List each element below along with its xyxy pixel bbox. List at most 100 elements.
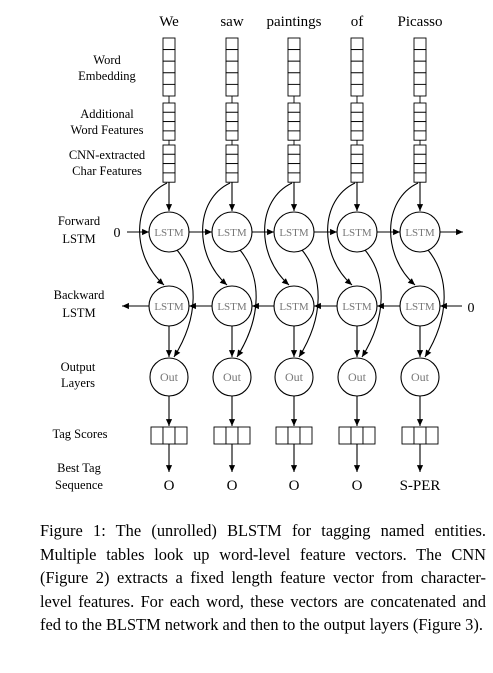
- feature-cell: [413, 83, 427, 97]
- label-output-layers-2: Layers: [61, 376, 95, 390]
- label-output-layers-1: Output: [61, 360, 96, 374]
- label-best-tag-2: Sequence: [55, 478, 103, 492]
- feature-cell: [413, 163, 427, 174]
- best-tag-5: S-PER: [400, 478, 441, 494]
- feature-cell: [287, 37, 301, 51]
- figure-caption: Figure 1: The (unrolled) BLSTM for taggi…: [40, 521, 486, 634]
- feature-cell: [350, 49, 364, 62]
- feature-cell: [350, 111, 364, 123]
- tag-score-cell: [225, 426, 239, 445]
- feature-cell: [350, 163, 364, 174]
- feature-cell: [413, 49, 427, 62]
- feature-cell: [287, 130, 301, 141]
- backward-lstm-label: LSTM: [279, 301, 309, 313]
- best-tag-4: O: [352, 478, 363, 494]
- feature-cell: [225, 111, 239, 123]
- feature-cell: [413, 102, 427, 113]
- best-tag-3: O: [289, 478, 300, 494]
- feature-cell: [287, 163, 301, 174]
- label-char-features-2: Char Features: [72, 164, 142, 178]
- feature-cell: [350, 60, 364, 74]
- feature-cell: [225, 60, 239, 74]
- feature-cell: [225, 72, 239, 85]
- tag-score-cell: [275, 426, 289, 445]
- feature-cell: [162, 72, 176, 85]
- feature-cell: [350, 72, 364, 85]
- feature-cell: [287, 111, 301, 123]
- best-tag-2: O: [227, 478, 238, 494]
- output-label: Out: [160, 370, 179, 384]
- tag-score-cell: [299, 426, 313, 445]
- tag-score-cell: [338, 426, 352, 445]
- feature-cell: [162, 37, 176, 51]
- forward-lstm-label: LSTM: [154, 227, 184, 239]
- feature-to-backward-arrow: [390, 182, 419, 286]
- tag-score-cell: [237, 426, 251, 445]
- feature-cell: [162, 130, 176, 141]
- output-label: Out: [223, 370, 242, 384]
- feature-cell: [225, 121, 239, 132]
- feature-cell: [162, 111, 176, 123]
- feature-cell: [413, 130, 427, 141]
- feature-cell: [350, 144, 364, 155]
- feature-cell: [350, 153, 364, 165]
- label-backward-lstm-2: LSTM: [62, 306, 95, 320]
- label-additional-features-2: Word Features: [71, 123, 144, 137]
- feature-cell: [162, 153, 176, 165]
- tag-score-cell: [174, 426, 188, 445]
- feature-cell: [350, 172, 364, 183]
- feature-cell: [287, 49, 301, 62]
- tag-score-cell: [425, 426, 439, 445]
- feature-cell: [413, 111, 427, 123]
- feature-cell: [350, 121, 364, 132]
- feature-cell: [162, 102, 176, 113]
- feature-cell: [287, 60, 301, 74]
- word-5: Picasso: [398, 14, 443, 30]
- feature-cell: [225, 130, 239, 141]
- forward-lstm-label: LSTM: [217, 227, 247, 239]
- label-tag-scores: Tag Scores: [52, 427, 107, 441]
- feature-cell: [350, 130, 364, 141]
- feature-cell: [162, 121, 176, 132]
- label-word-embedding-1: Word: [93, 53, 121, 67]
- feature-cell: [413, 72, 427, 85]
- output-label: Out: [285, 370, 304, 384]
- feature-cell: [287, 153, 301, 165]
- forward-lstm-label: LSTM: [342, 227, 372, 239]
- forward-to-output-arrow: [361, 249, 382, 358]
- feature-cell: [225, 172, 239, 183]
- feature-cell: [225, 153, 239, 165]
- feature-cell: [225, 49, 239, 62]
- feature-cell: [287, 144, 301, 155]
- word-2: saw: [220, 14, 243, 30]
- feature-cell: [225, 83, 239, 97]
- feature-cell: [162, 144, 176, 155]
- word-4: of: [351, 14, 364, 30]
- feature-cell: [162, 60, 176, 74]
- label-word-embedding-2: Embedding: [78, 69, 136, 83]
- backward-lstm-label: LSTM: [342, 301, 372, 313]
- output-label: Out: [411, 370, 430, 384]
- feature-cell: [350, 37, 364, 51]
- feature-cell: [162, 83, 176, 97]
- feature-to-backward-arrow: [327, 182, 356, 286]
- feature-cell: [225, 102, 239, 113]
- feature-cell: [225, 37, 239, 51]
- feature-cell: [413, 172, 427, 183]
- backward-lstm-label: LSTM: [154, 301, 184, 313]
- feature-cell: [413, 60, 427, 74]
- label-additional-features-1: Additional: [80, 107, 134, 121]
- tag-score-cell: [413, 426, 427, 445]
- feature-cell: [350, 102, 364, 113]
- label-char-features-1: CNN-extracted: [69, 148, 146, 162]
- tag-score-cell: [362, 426, 376, 445]
- label-forward-lstm-1: Forward: [58, 214, 101, 228]
- blstm-diagram: Word Embedding Additional Word Features …: [52, 14, 474, 494]
- feature-to-backward-arrow: [202, 182, 231, 286]
- feature-cell: [350, 83, 364, 97]
- tag-score-cell: [150, 426, 164, 445]
- forward-to-output-arrow: [424, 249, 445, 358]
- forward-initial-state: 0: [114, 226, 121, 241]
- label-backward-lstm-1: Backward: [54, 288, 105, 302]
- forward-lstm-label: LSTM: [405, 227, 435, 239]
